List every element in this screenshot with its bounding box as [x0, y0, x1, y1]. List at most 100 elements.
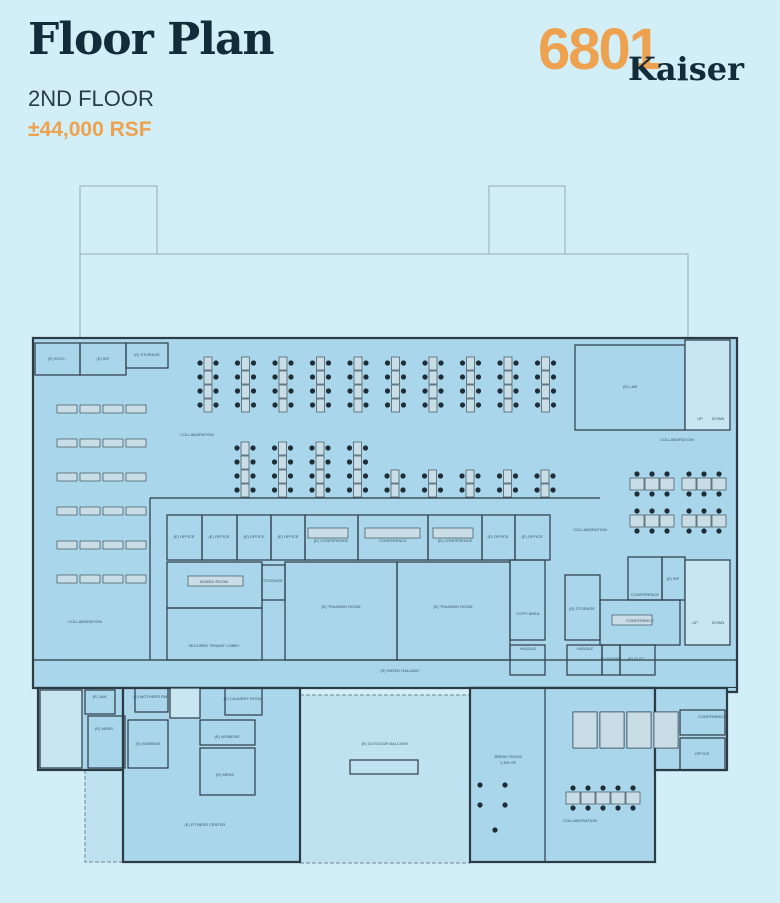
room-label-storage-e: (E) STORAGE [569, 606, 595, 611]
chair-icon [325, 487, 331, 493]
workstation [307, 527, 349, 539]
chair-icon [346, 459, 353, 465]
chair-icon [550, 473, 556, 479]
workstation [466, 384, 475, 399]
chair-icon [421, 487, 428, 493]
workstation [503, 384, 513, 399]
room-label-office6: (E) OFFICE [521, 534, 542, 539]
workstation [465, 469, 475, 484]
chair-icon [615, 805, 621, 811]
chair-icon [197, 402, 203, 408]
chair-icon [272, 360, 278, 366]
workstation [503, 469, 512, 484]
room-label-storage-mid: STORAGE [263, 578, 283, 583]
workstation [315, 455, 325, 470]
chair-icon [213, 360, 219, 366]
workstation [316, 356, 325, 371]
chair-icon [271, 459, 278, 465]
room-label-collab-mid: COLLABORATION [573, 527, 607, 532]
room-label-womens1: (E) WOMENS [136, 741, 161, 746]
chair-icon [664, 491, 670, 497]
chair-icon [347, 388, 353, 394]
chair-icon [496, 487, 503, 493]
workstation [315, 441, 325, 456]
chair-icon [400, 487, 406, 493]
chair-icon [325, 374, 332, 380]
workstation [79, 574, 101, 584]
chair-icon [459, 473, 465, 479]
chair-icon [250, 473, 256, 479]
chair-icon [686, 491, 692, 497]
chair-icon [459, 402, 466, 408]
room-label-fitness: (E) FITNESS CENTER [185, 822, 226, 827]
workstation [316, 384, 325, 399]
workstation [428, 384, 438, 399]
chair-icon [271, 487, 278, 493]
chair-icon [362, 459, 369, 465]
room-label-hallway: (E) RATED HALLWAY [380, 668, 420, 673]
workstation [625, 791, 641, 805]
chair-icon [250, 374, 257, 380]
room-label-conf1: (E) CONFERENCE [314, 538, 349, 543]
chair-icon [384, 473, 390, 479]
chair-icon [634, 508, 640, 514]
chair-icon [422, 388, 428, 394]
workstation [241, 384, 250, 399]
chair-icon [309, 388, 316, 394]
room-label-collab-bottom: COLLABORATION [563, 818, 597, 823]
workstation [626, 711, 652, 749]
workstation [466, 356, 475, 371]
chair-icon [459, 374, 466, 380]
chair-icon [437, 487, 444, 493]
chair-icon [325, 402, 332, 408]
workstation [696, 514, 712, 528]
workstation [125, 404, 147, 414]
workstation [541, 370, 550, 385]
chair-icon [513, 402, 519, 408]
chair-icon [701, 528, 707, 534]
room-label-phone: (E) PHONE [601, 656, 622, 661]
chair-icon [325, 388, 332, 394]
room-label-elec-top: (E) ELEC. [48, 356, 66, 361]
chair-icon [362, 487, 369, 493]
room-label-lobby: SECURED TENANT LOBBY [189, 643, 240, 648]
workstation [629, 477, 645, 491]
room-label-training1: (E) TRAINING ROOM [321, 604, 360, 609]
workstation [681, 477, 697, 491]
workstation [572, 711, 598, 749]
workstation [391, 356, 400, 371]
chair-icon [649, 471, 655, 477]
chair-icon [550, 374, 557, 380]
chair-icon [550, 487, 556, 493]
workstation [79, 506, 101, 516]
workstation [240, 469, 250, 484]
chair-icon [534, 388, 541, 394]
workstation [278, 441, 287, 456]
chair-icon [309, 360, 316, 366]
chair-icon [272, 402, 278, 408]
chair-icon [250, 487, 256, 493]
chair-icon [422, 360, 428, 366]
upper-annex [79, 185, 689, 339]
chair-icon [513, 360, 519, 366]
chair-icon [438, 402, 444, 408]
workstation [125, 506, 147, 516]
room-label-lab: (E) LAB [623, 384, 637, 389]
chair-icon [213, 402, 219, 408]
workstation [540, 469, 550, 484]
chair-icon [475, 388, 482, 394]
workstation [599, 711, 625, 749]
room-label-break: BREAK ROOM [494, 754, 521, 759]
workstation [391, 370, 400, 385]
balcony-deck [84, 694, 471, 864]
workstation [125, 438, 147, 448]
room-label-conf3: (E) CONFERENCE [438, 538, 473, 543]
workstation [353, 356, 363, 371]
chair-icon [686, 508, 692, 514]
chair-icon [512, 487, 519, 493]
workstations [56, 356, 727, 833]
chair-icon [438, 388, 444, 394]
chair-icon [346, 487, 353, 493]
chair-icon [400, 402, 407, 408]
chair-icon [534, 402, 541, 408]
